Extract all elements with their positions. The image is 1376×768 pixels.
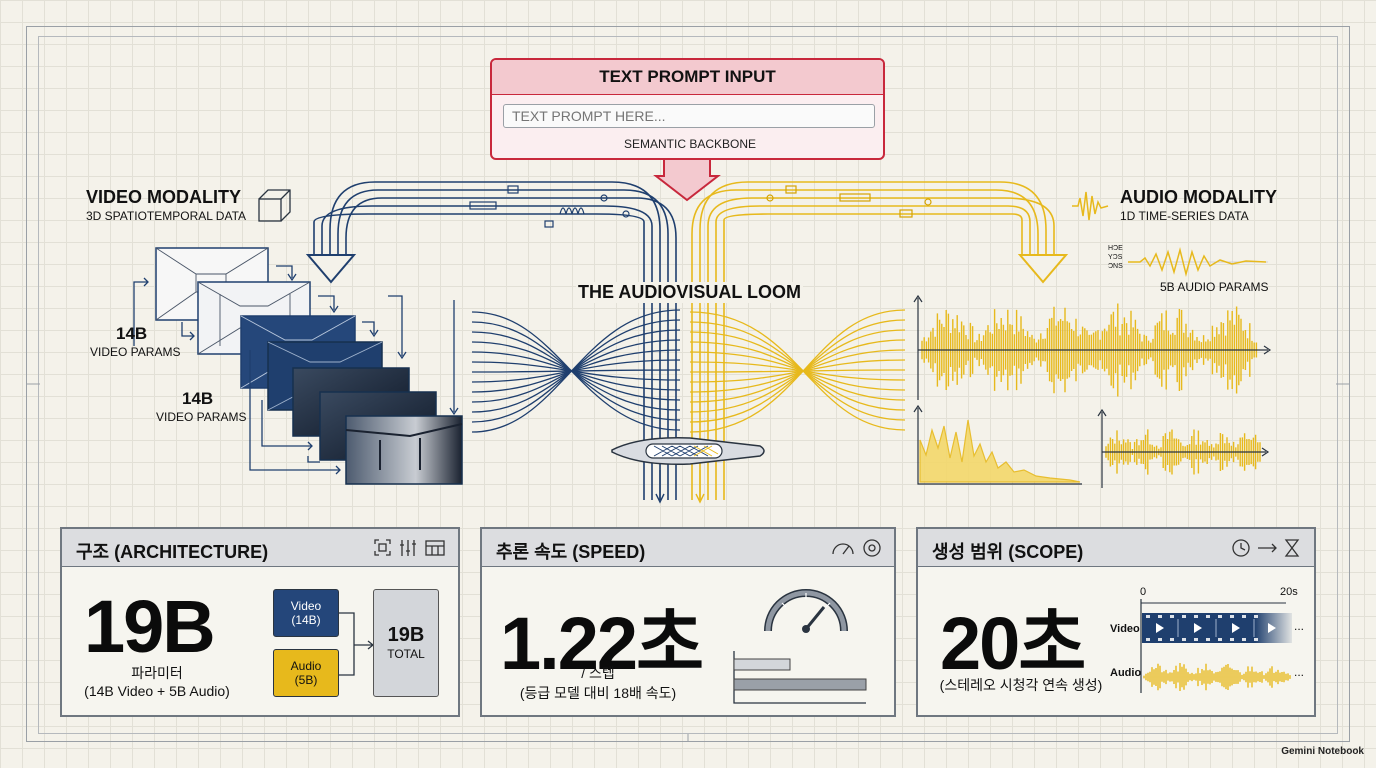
spectrum-chart xyxy=(913,404,1082,485)
chip-label: Audio xyxy=(290,659,322,673)
text-prompt-panel: TEXT PROMPT INPUT SEMANTIC BACKBONE xyxy=(490,58,885,160)
panel-title: 추론 속도 (SPEED) xyxy=(496,542,646,562)
audio-wave-icon xyxy=(1072,191,1109,221)
mini-audio-chart xyxy=(1128,247,1268,277)
scope-value: 20초 xyxy=(940,602,1086,685)
video-frames xyxy=(155,247,463,485)
timeline-video-label: Video xyxy=(1110,623,1140,635)
loom-title: THE AUDIOVISUAL LOOM xyxy=(576,282,804,303)
panel-header: 추론 속도 (SPEED) xyxy=(482,529,894,567)
timeline-audio-label: Audio xyxy=(1110,667,1142,679)
video-params-a-value: 14B xyxy=(116,324,148,343)
frame-ticks xyxy=(26,383,1350,742)
architecture-caption-2: (14B Video + 5B Audio) xyxy=(84,683,230,699)
panel-header: 생성 범위 (SCOPE) xyxy=(918,529,1314,567)
scope-panel: 생성 범위 (SCOPE) 20초 (스테레오 시청각 연속 생성) 0 20s… xyxy=(916,527,1316,717)
navy-circuit-details xyxy=(469,185,630,228)
prompt-down-arrow xyxy=(653,157,721,202)
down-threads xyxy=(655,470,705,504)
video-chip: Video (14B) xyxy=(273,589,339,637)
architecture-value: 19B xyxy=(84,585,216,668)
timeline-end: 20s xyxy=(1280,586,1298,598)
panel-title: 구조 (ARCHITECTURE) xyxy=(76,542,269,562)
timeline-start: 0 xyxy=(1140,586,1147,598)
scope-icons xyxy=(1232,539,1300,557)
prompt-title: TEXT PROMPT INPUT xyxy=(492,60,883,95)
prompt-input[interactable] xyxy=(503,104,875,128)
mini-label: ƆNS xyxy=(1108,263,1123,270)
speed-gauge xyxy=(733,589,867,704)
audio-chip: Audio (5B) xyxy=(273,649,339,697)
chip-connector xyxy=(338,612,374,676)
gold-circuit-details xyxy=(766,185,932,218)
loom-shuttle xyxy=(611,437,765,465)
cube-icon xyxy=(258,189,291,222)
wave-axes xyxy=(913,294,1272,400)
video-params-a-label: VIDEO PARAMS xyxy=(90,345,181,359)
chip-sub: (5B) xyxy=(294,673,318,687)
audio-params-label: 5B AUDIO PARAMS xyxy=(1160,280,1269,294)
gold-feed-arcs xyxy=(691,181,1055,500)
timeline-audio-ellipsis: ... xyxy=(1294,665,1305,679)
timeline-video-ellipsis: ... xyxy=(1294,619,1305,633)
semantic-backbone-label: SEMANTIC BACKBONE xyxy=(624,137,757,151)
total-chip: 19B TOTAL xyxy=(373,589,439,697)
architecture-icons xyxy=(374,539,445,556)
video-feed-arrow xyxy=(305,254,357,284)
audio-modality-title: AUDIO MODALITY xyxy=(1120,187,1277,207)
video-modality-title: VIDEO MODALITY xyxy=(86,187,242,207)
panel-title: 생성 범위 (SCOPE) xyxy=(932,542,1084,562)
speed-panel: 추론 속도 (SPEED) 1.22초 / 스텝 (등급 모델 대비 18배 속… xyxy=(480,527,896,717)
architecture-caption-1: 파라미터 xyxy=(131,665,183,681)
frame-arrows xyxy=(133,265,459,475)
scope-timeline xyxy=(1140,599,1292,693)
navy-feed-arcs xyxy=(313,181,677,500)
chip-sub: (14B) xyxy=(291,613,321,627)
mini-label: YƆS xyxy=(1108,254,1123,261)
audio-feed-arrow xyxy=(1017,254,1069,284)
audio-modality-subtitle: 1D TIME-SERIES DATA xyxy=(1120,209,1249,223)
video-params-b-value: 14B xyxy=(182,389,214,408)
navy-weave xyxy=(471,309,681,433)
speed-value: 1.22초 xyxy=(500,602,704,685)
total-label: TOTAL xyxy=(387,647,425,661)
mini-label: HƆE xyxy=(1108,245,1123,252)
speed-caption-2: (등급 모델 대비 18배 속도) xyxy=(519,685,677,701)
gold-weave xyxy=(689,309,906,433)
inner-frame xyxy=(38,36,1338,734)
speed-caption-1: / 스텝 xyxy=(581,665,615,681)
scope-caption: (스테레오 시청각 연속 생성) xyxy=(939,677,1103,693)
architecture-panel: 구조 (ARCHITECTURE) 19B 파라미터 (14B Video + … xyxy=(60,527,460,717)
watermark: Gemini Notebook xyxy=(1281,746,1364,757)
small-wave-axes xyxy=(1097,408,1270,488)
panel-header: 구조 (ARCHITECTURE) xyxy=(62,529,458,567)
chip-label: Video xyxy=(290,599,322,613)
speed-icons xyxy=(832,539,881,557)
video-params-b-label: VIDEO PARAMS xyxy=(156,410,247,424)
total-value: 19B xyxy=(387,624,425,646)
video-modality-subtitle: 3D SPATIOTEMPORAL DATA xyxy=(86,209,247,223)
mini-chart-labels: HƆE YƆS ƆNS xyxy=(1108,244,1123,271)
